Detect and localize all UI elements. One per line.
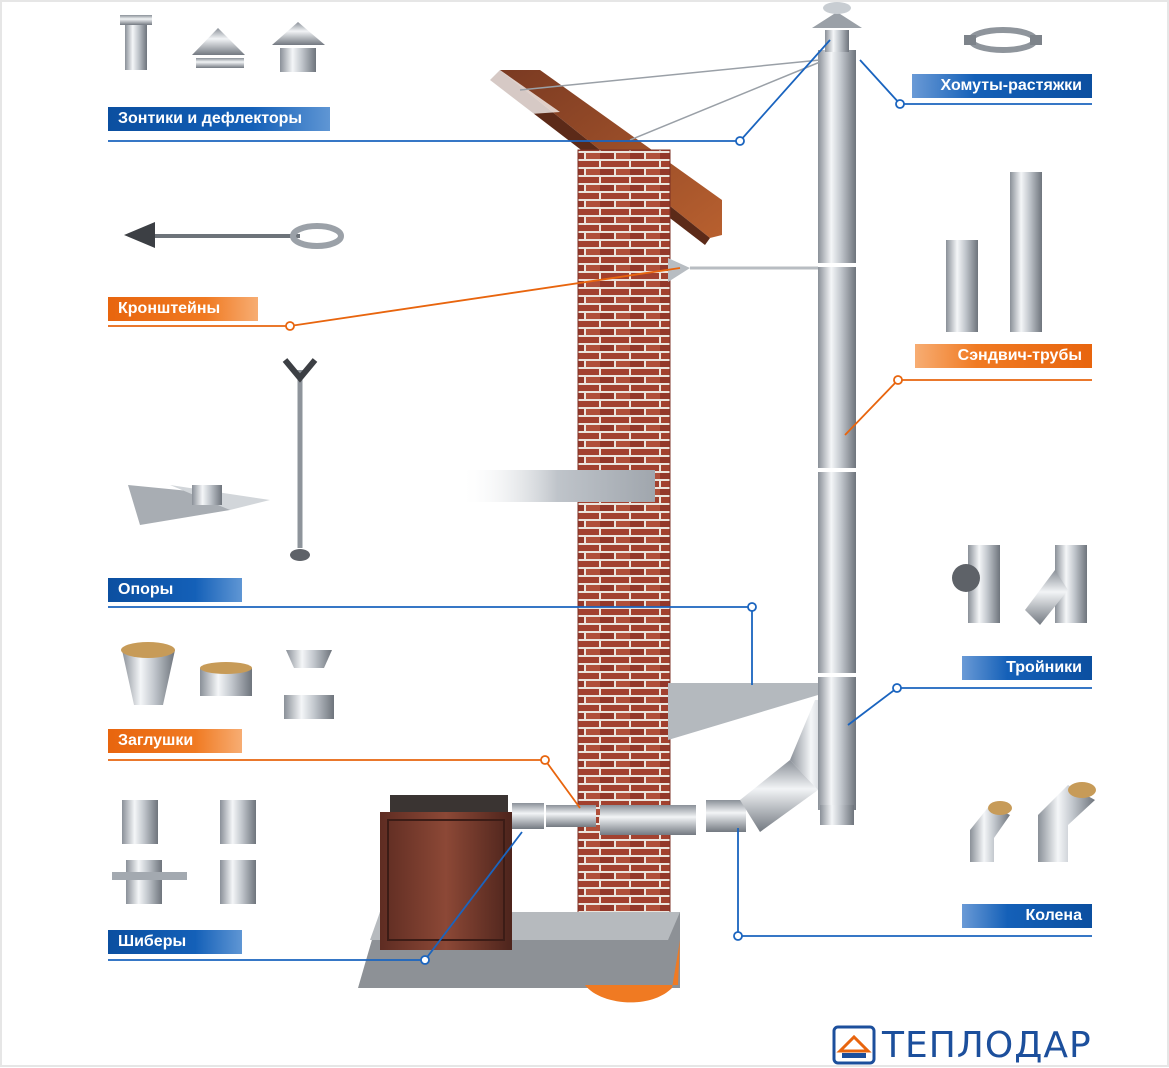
support-console [668, 683, 818, 740]
house-logo-icon [832, 1025, 876, 1065]
floor-slab [460, 470, 655, 502]
sandwich-pipe-thumbnails [946, 172, 1042, 332]
chimney-top-cap [812, 2, 862, 52]
cap-thumbnails [121, 642, 334, 719]
brand-name: ТЕПЛОДАР [882, 1024, 1092, 1066]
clamp-thumbnail [964, 27, 1042, 53]
wall-bracket [668, 258, 690, 282]
vertical-sandwich-pipe [818, 50, 856, 825]
elbow-thumbnails [970, 782, 1096, 862]
roof [430, 70, 722, 245]
label-sandwich-pipes: Сэндвич-трубы [915, 344, 1092, 368]
label-umbrellas-deflectors: Зонтики и дефлекторы [108, 107, 330, 131]
label-dampers: Шиберы [108, 930, 242, 954]
stove [380, 795, 512, 950]
guy-wires [519, 59, 821, 141]
label-tees: Тройники [962, 656, 1092, 680]
leader-dots [285, 99, 905, 965]
bracket-thumbnail [124, 222, 344, 249]
umbrella-deflector-thumbnails [120, 15, 325, 72]
label-clamps: Хомуты-растяжки [912, 74, 1092, 98]
label-brackets: Кронштейны [108, 297, 258, 321]
label-caps: Заглушки [108, 729, 242, 753]
support-thumbnails [128, 358, 318, 561]
label-supports: Опоры [108, 578, 242, 602]
tee-thumbnails [952, 545, 1087, 625]
brand-logo: ТЕПЛОДАР [832, 1022, 1092, 1068]
label-elbows: Колена [962, 904, 1092, 928]
damper-thumbnails [112, 800, 256, 904]
flue-pipe [512, 800, 746, 835]
